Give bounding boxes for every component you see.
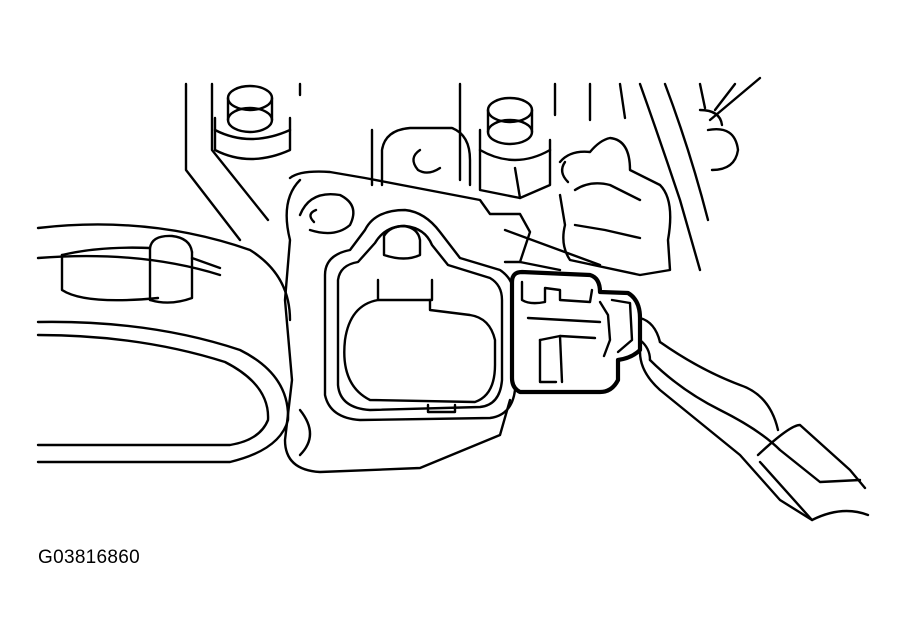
figure-id-label: G03816860 [38, 547, 141, 568]
mount-tab-center [380, 126, 472, 187]
bolt-left [213, 84, 292, 161]
bracket-lines [503, 228, 602, 272]
hose-fitting-right [558, 108, 740, 277]
bore-fitting [60, 234, 222, 304]
bolt-right [478, 96, 552, 200]
sensor-connector [509, 269, 643, 395]
wire-harness [638, 316, 870, 522]
sensor-housing [323, 208, 517, 422]
throttle-body-flange [283, 170, 532, 474]
throttle-bore [36, 223, 292, 464]
